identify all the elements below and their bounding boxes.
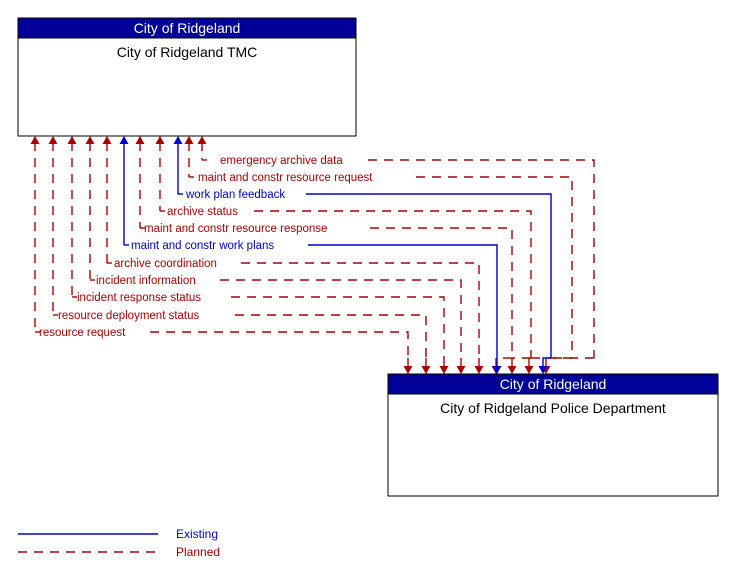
legend-label-planned: Planned	[176, 545, 220, 559]
flow-run-7	[220, 279, 462, 358]
flow-connections-layer	[30, 136, 595, 374]
flow-run-8	[231, 296, 445, 358]
flow-label-4: maint and constr resource response	[144, 223, 327, 235]
flow-label-8: incident response status	[77, 292, 201, 304]
flow-run-5	[308, 244, 498, 358]
flow-run-0	[368, 159, 595, 358]
flow-label-9: resource deployment status	[58, 310, 200, 322]
arrowhead-up-4	[135, 136, 145, 144]
flow-run-3	[254, 210, 532, 358]
flow-3	[155, 136, 532, 374]
arrowhead-up-3	[155, 136, 165, 144]
flow-label-7: incident information	[96, 275, 196, 287]
entity-header-label-police: City of Ridgeland	[500, 376, 607, 392]
flow-run-2	[306, 193, 552, 358]
flow-label-6: archive coordination	[114, 258, 217, 270]
arrowhead-down-6	[474, 366, 484, 374]
arrowhead-up-2	[173, 136, 183, 144]
flow-8	[67, 136, 449, 374]
flow-6	[102, 136, 484, 374]
arrowhead-up-5	[119, 136, 129, 144]
flow-10	[30, 136, 413, 374]
flow-2	[173, 136, 552, 374]
arrowhead-down-5	[492, 366, 502, 374]
flow-label-10: resource request	[39, 327, 126, 339]
legend-item-planned: Planned	[18, 545, 220, 559]
legend-item-existing: Existing	[18, 527, 218, 541]
arrowhead-up-9	[48, 136, 58, 144]
flow-1	[184, 136, 573, 374]
flow-labels-layer: emergency archive data maint and constr r…	[39, 155, 373, 339]
arrowhead-up-1	[184, 136, 194, 144]
flow-label-3: archive status	[167, 206, 238, 218]
flow-label-2: work plan feedback	[185, 189, 285, 201]
arrowhead-up-6	[102, 136, 112, 144]
flow-run-4	[370, 227, 513, 358]
arrowhead-down-8	[439, 366, 449, 374]
arrowhead-down-10	[403, 366, 413, 374]
arrowhead-up-0	[197, 136, 207, 144]
flow-label-5: maint and constr work plans	[131, 240, 274, 252]
entity-header-label-tmc: City of Ridgeland	[134, 20, 241, 36]
arrowhead-down-9	[421, 366, 431, 374]
flow-label-0: emergency archive data	[220, 155, 343, 167]
legend-label-existing: Existing	[176, 527, 218, 541]
flow-run-1	[416, 176, 573, 358]
flow-5	[119, 136, 502, 374]
flow-label-1: maint and constr resource request	[198, 172, 373, 184]
arrowhead-up-8	[67, 136, 77, 144]
flow-9	[48, 136, 431, 374]
entity-name-tmc: City of Ridgeland TMC	[117, 44, 258, 60]
entity-header-police	[387, 373, 719, 395]
arrowhead-down-1	[524, 366, 534, 374]
entity-body-tmc	[17, 37, 357, 137]
flow-run-10	[150, 331, 409, 358]
flow-run-9	[235, 314, 427, 358]
arrowhead-up-10	[30, 136, 40, 144]
arrowhead-down-3	[507, 366, 517, 374]
entity-body-police	[387, 393, 719, 497]
arrowhead-down-2	[538, 366, 548, 374]
arrowhead-up-7	[85, 136, 95, 144]
entity-name-police: City of Ridgeland Police Department	[440, 400, 666, 416]
flow-7	[85, 136, 466, 374]
entity-header-tmc	[17, 17, 357, 39]
arrowhead-down-7	[456, 366, 466, 374]
